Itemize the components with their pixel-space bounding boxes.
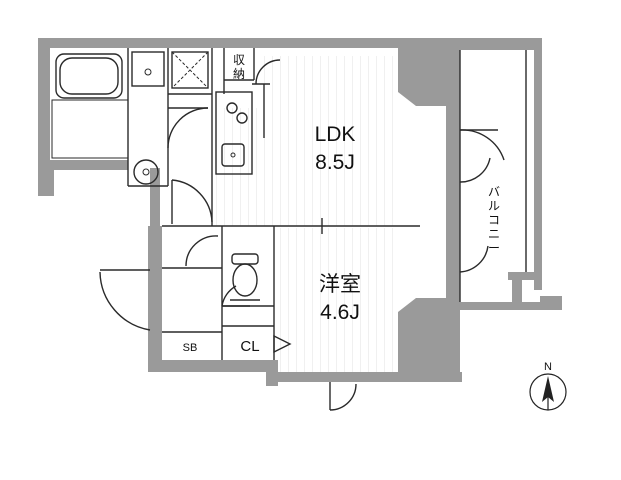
- interior-walls: [127, 48, 527, 360]
- kitchen-flooring: [212, 108, 264, 226]
- outer-walls: [38, 38, 562, 386]
- balcony-label-char-5: ー: [488, 241, 500, 255]
- ldk-room-name: LDK: [315, 123, 356, 146]
- toilet: [230, 253, 260, 301]
- balcony-label-char-2: ル: [488, 199, 500, 213]
- door-swings: [99, 59, 505, 411]
- storage-label-char-1: 収: [233, 53, 245, 67]
- balcony-label-char-1: バ: [488, 185, 500, 199]
- closet-label: CL: [240, 338, 259, 355]
- storage-label-char-2: 納: [233, 67, 245, 81]
- refrigerator-space: [171, 51, 209, 89]
- western-room-name: 洋室: [319, 273, 361, 296]
- bathtub: [51, 53, 129, 159]
- stove: [226, 102, 248, 124]
- ldk-flooring: [263, 56, 399, 226]
- north-arrow: N: [529, 361, 567, 411]
- sb-label: SB: [183, 342, 198, 354]
- compass-north-label: N: [544, 361, 552, 373]
- compass-arrow-icon: [542, 376, 554, 402]
- balcony-label-char-4: ニ: [488, 227, 500, 241]
- western-room-size: 4.6J: [320, 301, 360, 324]
- western-room-flooring: [276, 228, 400, 372]
- washbasin: [133, 159, 159, 185]
- washing-machine: [131, 51, 165, 87]
- balcony-label-char-3: コ: [488, 213, 500, 227]
- kitchen-sink: [221, 143, 245, 167]
- ldk-room-size: 8.5J: [315, 151, 355, 174]
